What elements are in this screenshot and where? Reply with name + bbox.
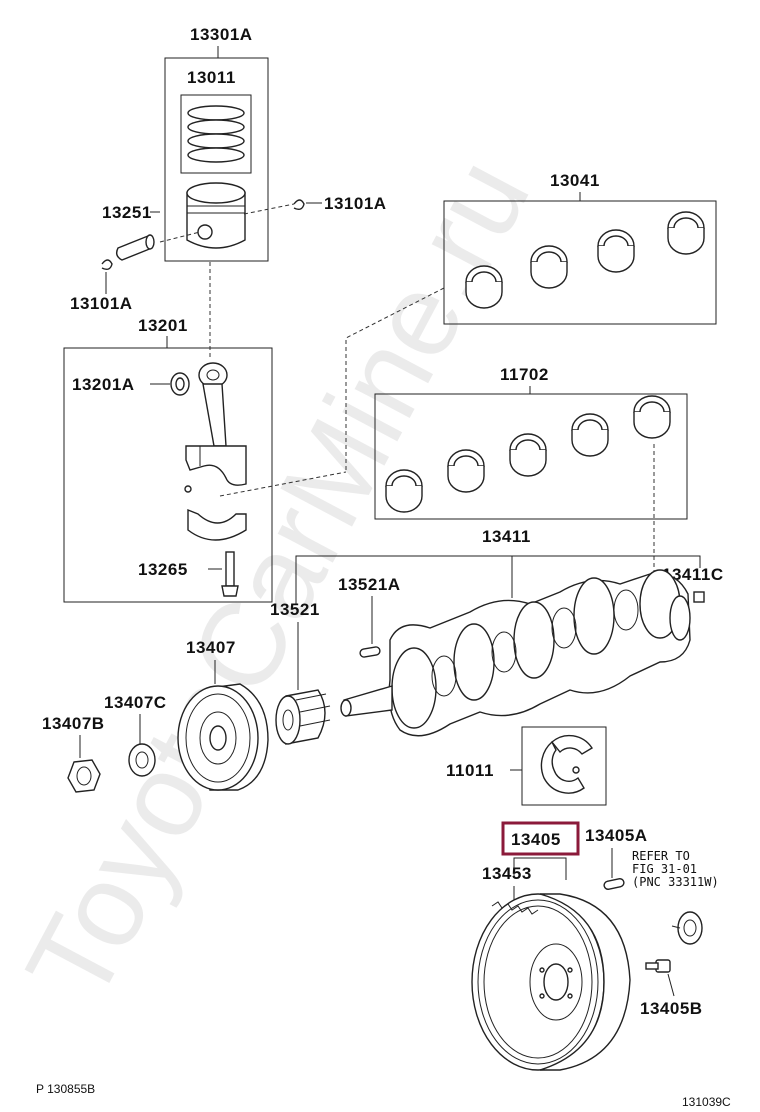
conrod-box — [63, 347, 273, 603]
label-11011[interactable]: 11011 — [446, 761, 494, 780]
conrod-group: 13201 13201A 13265 — [63, 316, 347, 603]
rod-bearing-box — [443, 200, 717, 325]
figure-code-left: P 130855B — [36, 1082, 95, 1096]
rod-bolt-icon — [221, 551, 239, 597]
label-13407[interactable]: 13407 — [186, 638, 236, 657]
label-13201A[interactable]: 13201A — [72, 375, 135, 394]
key-icon — [359, 646, 381, 658]
thrust-washer-icon — [540, 734, 593, 794]
flywheel-bolt-icon — [645, 959, 671, 973]
pulley-group: 13407 13407C 13407B — [42, 638, 269, 793]
label-13041[interactable]: 13041 — [550, 171, 600, 190]
bearing-shell-icon — [465, 211, 705, 309]
label-13521[interactable]: 13521 — [270, 600, 320, 619]
main-bearing-shell-icon — [385, 395, 671, 513]
rod-cap-icon — [184, 485, 247, 541]
thrust-washer-group: 11011 — [446, 726, 607, 806]
bushing-icon — [170, 372, 190, 396]
plug-icon — [693, 591, 705, 603]
flywheel-icon — [471, 893, 631, 1071]
flywheel-group: 13405 13405A REFER TO FIG 31-01 (PNC 333… — [471, 821, 719, 1071]
connecting-rod-icon — [185, 362, 247, 486]
pilot-bearing-icon — [677, 911, 703, 945]
highlight-box-13405 — [501, 821, 580, 856]
piston-box — [164, 57, 269, 262]
pulley-nut-icon — [67, 759, 101, 793]
timing-gear-icon — [275, 689, 331, 745]
crank-gear-group: 13521A 13521 — [270, 575, 401, 745]
piston-pin-icon — [115, 234, 155, 261]
rod-bearing-group: 13041 — [345, 171, 717, 472]
thrust-washer-box — [521, 726, 607, 806]
note-line-1: REFER TO — [632, 849, 690, 863]
main-bearing-box — [374, 393, 688, 520]
dowel-pin-icon — [603, 878, 625, 890]
label-11702[interactable]: 11702 — [500, 365, 549, 384]
label-13407C[interactable]: 13407C — [104, 693, 167, 712]
label-13405[interactable]: 13405 — [511, 830, 561, 849]
label-13301A[interactable]: 13301A — [190, 25, 253, 44]
label-13411[interactable]: 13411 — [482, 527, 531, 546]
label-13101A-top[interactable]: 13101A — [324, 194, 387, 213]
crankshaft-icon — [340, 569, 691, 737]
label-13011[interactable]: 13011 — [187, 68, 236, 87]
label-13405A[interactable]: 13405A — [585, 826, 648, 845]
piston-group: 13301A 13011 13251 131 — [70, 25, 387, 360]
figure-code-right: 131039C — [682, 1095, 731, 1109]
note-line-3: (PNC 33311W) — [632, 875, 719, 889]
label-13405B[interactable]: 13405B — [640, 999, 703, 1018]
label-13407B[interactable]: 13407B — [42, 714, 105, 733]
piston-rings-icon — [187, 105, 245, 163]
crank-pulley-icon — [177, 683, 269, 791]
piston-ring-box — [180, 94, 252, 174]
note-line-2: FIG 31-01 — [632, 862, 697, 876]
piston-icon — [186, 182, 246, 249]
label-13101A-left[interactable]: 13101A — [70, 294, 133, 313]
main-bearing-group: 11702 — [374, 365, 688, 580]
label-13453[interactable]: 13453 — [482, 864, 532, 883]
label-13265[interactable]: 13265 — [138, 560, 188, 579]
spacer-icon — [128, 743, 156, 777]
snap-ring-icon — [101, 199, 305, 271]
label-13251[interactable]: 13251 — [102, 203, 152, 222]
label-13521A[interactable]: 13521A — [338, 575, 401, 594]
label-13201[interactable]: 13201 — [138, 316, 188, 335]
crankshaft-group: 13411 13411C — [295, 527, 723, 737]
